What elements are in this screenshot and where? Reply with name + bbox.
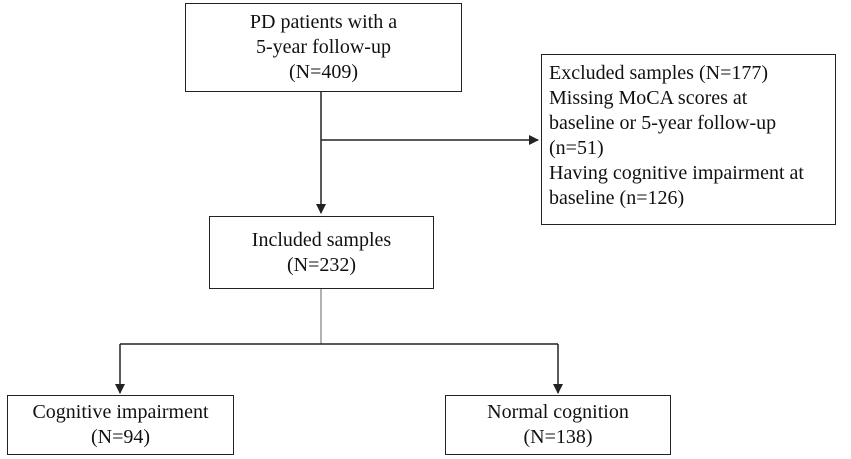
box-included: Included samples (N=232) [209,216,434,289]
box-excluded-line: baseline or 5-year follow-up [549,112,777,134]
box-impairment: Cognitive impairment (N=94) [7,395,234,455]
box-included-line: Included samples [251,228,392,251]
box-enrolled-line: 5-year follow-up [256,36,391,58]
box-excluded-line: baseline (n=126) [549,187,685,209]
box-excluded-line: Missing MoCA scores at [549,87,748,109]
box-enrolled-line: (N=409) [288,61,359,83]
box-excluded-line: Excluded samples (N=177) [549,62,769,84]
box-normal-line: (N=138) [523,426,593,448]
box-impairment-line: (N=94) [90,426,151,448]
box-enrolled-line: PD patients with a [249,11,398,33]
box-normal: Normal cognition (N=138) [445,395,671,455]
box-normal-line: Normal cognition [487,401,629,423]
box-excluded-line: Having cognitive impairment at [549,162,804,184]
box-included-line: (N=232) [286,253,357,276]
box-excluded-line: (n=51) [549,137,604,159]
box-excluded: Excluded samples (N=177) Missing MoCA sc… [541,54,836,225]
box-impairment-line: Cognitive impairment [32,401,209,423]
box-enrolled: PD patients with a 5-year follow-up (N=4… [185,3,462,92]
